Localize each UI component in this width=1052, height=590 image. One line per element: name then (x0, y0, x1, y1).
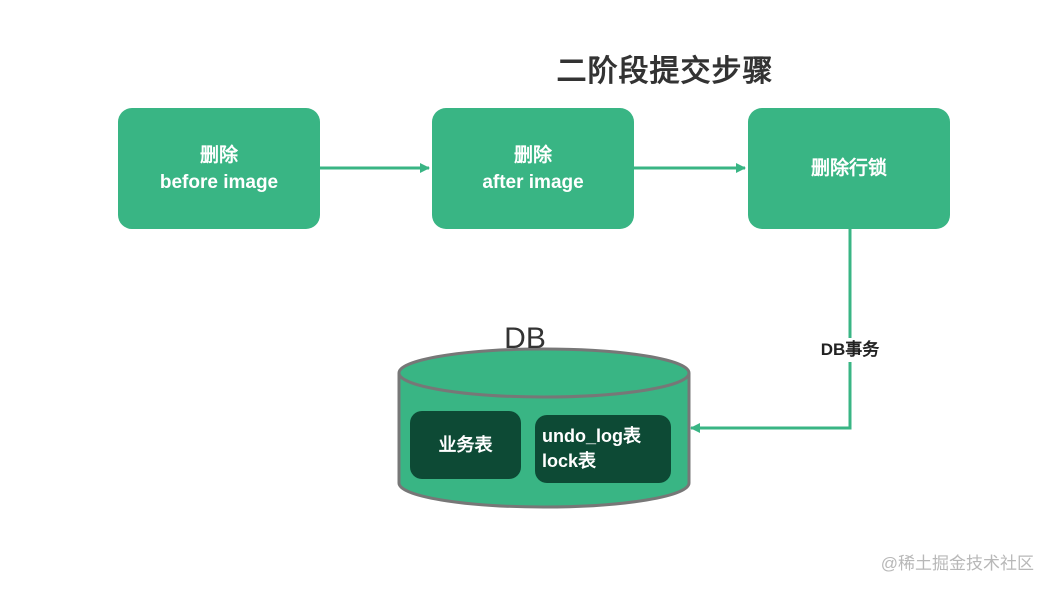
arrow-step3-to-db (690, 229, 852, 433)
edge-label-db-transaction: DB事务 (805, 338, 895, 362)
db-label: DB (504, 322, 546, 355)
watermark: @稀土掘金技术社区 (880, 554, 1034, 573)
diagram-title: 二阶段提交步骤 (556, 55, 774, 88)
step-delete-row-lock: 删除行锁 (748, 108, 950, 229)
table-label: lock表 (542, 451, 597, 471)
step-label: before image (159, 171, 279, 193)
step-delete-before-image: 删除 before image (118, 108, 320, 229)
table-label: 业务表 (438, 434, 493, 455)
step-label: after image (482, 171, 584, 193)
step-delete-after-image: 删除 after image (432, 108, 634, 229)
table-label: undo_log表 (542, 426, 641, 446)
step-label: 删除行锁 (810, 158, 887, 179)
step-label: 删除 (513, 144, 552, 166)
table-undo-log-lock: undo_log表 lock表 (535, 415, 671, 483)
table-business: 业务表 (410, 411, 521, 479)
step-label: 删除 (199, 144, 238, 166)
